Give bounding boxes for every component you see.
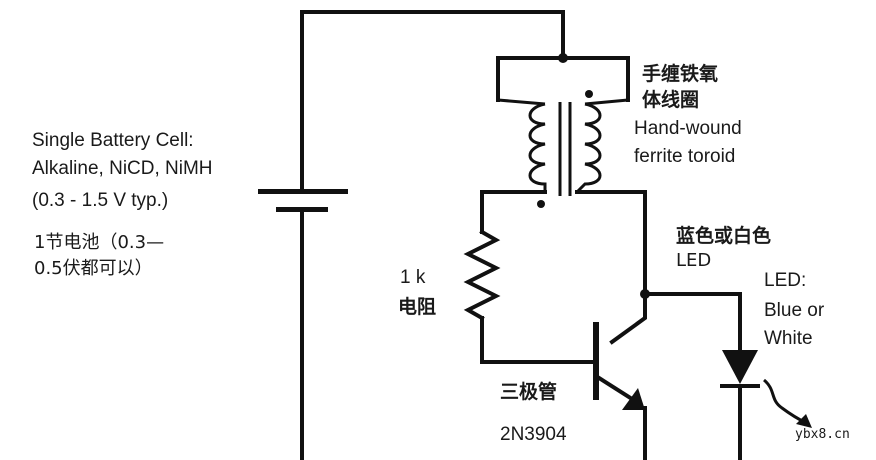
resistor-value: 1 k [400,267,426,288]
toroid-label: 手缠铁氧 体线圈 Hand-wound ferrite toroid [634,62,742,167]
battery-label: Single Battery Cell: Alkaline, NiCD, NiM… [32,130,213,279]
led-cn: 蓝色或白色 [676,224,771,247]
toroid-cn-line-1: 手缠铁氧 [642,62,718,85]
toroid-en-line-2: ferrite toroid [634,146,735,167]
led-bar [720,384,760,388]
battery-cn-line-1: 1节电池（0.3— [34,232,164,253]
transistor-cn: 三极管 [500,380,557,403]
battery-symbol [258,189,348,212]
led-en-line-3: White [764,328,813,349]
toroid-dot-right [585,90,593,98]
led-cn-sub: LED [676,250,711,271]
toroid-en-line-1: Hand-wound [634,118,742,139]
wire-resistor-bottom [480,316,597,364]
wire-resistor-top [480,190,547,234]
toroid-lead-right [584,98,629,106]
toroid-symbol [496,56,630,208]
battery-plate-short [276,207,328,212]
toroid-lead-left [497,98,546,106]
battery-plate-long [258,189,348,194]
resistor-symbol [463,229,501,321]
battery-label-line-1: Single Battery Cell: [32,130,194,151]
wire-led-top [643,292,742,352]
toroid-coil-right [575,102,602,194]
junction-dot-collector [640,289,650,299]
wires [300,10,742,460]
led-label: 蓝色或白色 LED LED: Blue or White [676,224,825,349]
resistor-cn: 电阻 [398,295,436,318]
led-emission-arrowhead [796,414,812,428]
resistor-label: 1 k 电阻 [398,267,436,318]
wire-top-loop [300,10,565,192]
led-en-line-1: LED: [764,270,806,291]
battery-label-line-3: (0.3 - 1.5 V typ.) [32,190,168,211]
led-en-line-2: Blue or [764,300,825,321]
wire-collector [575,190,647,345]
led-symbol [720,350,812,428]
transistor-label: 三极管 2N3904 [500,380,567,445]
toroid-bracket [496,56,630,102]
transistor-emitter-arrow [622,388,645,410]
led-emission-arrow [762,378,809,426]
toroid-cn-line-2: 体线圈 [642,88,699,111]
watermark: ybx8.cn [795,427,850,442]
transistor-symbol [593,322,645,410]
battery-cn-line-2: 0.5伏都可以） [34,258,153,279]
toroid-dot-left [537,200,545,208]
battery-label-line-2: Alkaline, NiCD, NiMH [32,158,213,179]
toroid-coil-left [528,102,547,192]
transistor-part: 2N3904 [500,424,567,445]
led-triangle [722,350,758,384]
transistor-base-bar [593,322,599,400]
